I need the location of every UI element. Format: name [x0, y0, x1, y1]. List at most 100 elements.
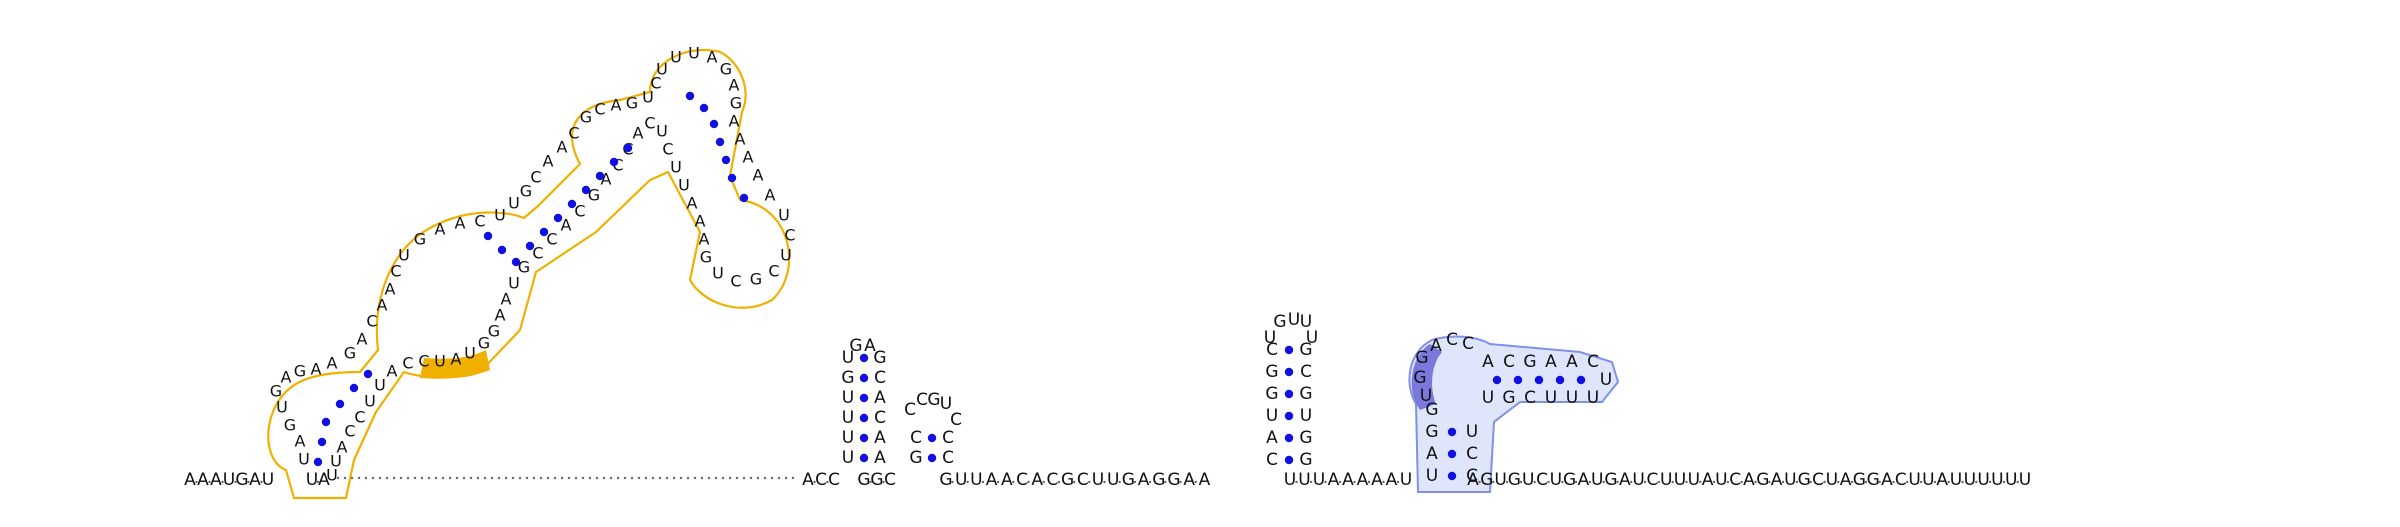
backbone-dot [1699, 480, 1702, 484]
nucleotide-label: U [434, 352, 446, 371]
backbone-dot [826, 480, 829, 484]
nucleotide-label: A [1138, 470, 1150, 490]
nucleotide-label: U [1300, 312, 1312, 332]
base-pair-dot [317, 437, 327, 447]
backbone-dot [1574, 480, 1578, 484]
backbone-dot [1988, 480, 1992, 484]
base-pair-dot [1447, 471, 1457, 481]
nucleotide-label: U [842, 408, 854, 428]
backbone-dot [644, 476, 648, 480]
nucleotide-label: C [1466, 466, 1478, 486]
nucleotide-label: U [955, 470, 967, 490]
nucleotide-label: G [841, 368, 854, 388]
backbone-dot [869, 480, 872, 484]
nucleotide-label: G [873, 348, 886, 368]
nucleotide-label: U [1784, 470, 1796, 490]
nucleotide-label: U [1264, 328, 1276, 348]
base-pair-dot [699, 103, 709, 113]
nucleotide-label: U [223, 470, 235, 490]
nucleotide-label: A [311, 360, 322, 379]
backbone-dot [1012, 480, 1015, 484]
nucleotide-label: U [940, 394, 952, 414]
backbone-dot [1768, 480, 1771, 484]
nucleotide-label: A [557, 138, 568, 157]
highlight-yellow-fill [420, 350, 490, 379]
backbone-dot [1602, 480, 1605, 484]
backbone-dot [602, 476, 606, 480]
backbone-dot [1324, 480, 1327, 484]
backbone-dot [1396, 480, 1400, 484]
nucleotide-label: G [1167, 470, 1180, 490]
nucleotide-label: A [633, 124, 644, 143]
backbone-dot [686, 476, 690, 480]
nucleotide-label: G [235, 470, 248, 490]
nucleotide-label: C [910, 428, 922, 448]
nucleotide-label: A [1619, 470, 1631, 490]
nucleotide-label: A [765, 186, 776, 205]
backbone-dot [735, 476, 739, 480]
nucleotide-label: G [1152, 470, 1165, 490]
nucleotide-label: G [478, 334, 490, 353]
backbone-dot [483, 476, 487, 480]
nucleotide-label: C [1077, 470, 1089, 490]
nucleotide-label: U [364, 392, 376, 411]
backbone-dot [1864, 480, 1868, 484]
backbone-dot [651, 476, 655, 480]
nucleotide-label: G [1265, 384, 1278, 404]
backbone-dot [260, 480, 263, 484]
base-pair-dot [553, 213, 563, 223]
nucleotide-label: G [488, 322, 500, 341]
base-pair-dot [595, 171, 605, 181]
backbone-dot [693, 476, 697, 480]
base-pair-dot [321, 417, 331, 427]
nucleotide-label: C [828, 470, 840, 490]
backbone-dot [476, 476, 480, 480]
nucleotide-label: A [611, 96, 622, 115]
backbone-dot [247, 480, 250, 484]
backbone-dot [700, 476, 704, 480]
nucleotide-label: U [1466, 422, 1478, 442]
backbone-dot [588, 476, 592, 480]
nucleotide-label: C [1016, 470, 1028, 490]
nucleotide-label: U [1977, 470, 1989, 490]
nucleotide-label: U [1284, 470, 1296, 490]
nucleotide-label: U [780, 246, 792, 265]
nucleotide-label: U [842, 388, 854, 408]
backbone-dot [413, 476, 417, 480]
nucleotide-label: C [1895, 470, 1907, 490]
backbone-dot [497, 476, 501, 480]
nucleotide-label: C [662, 140, 673, 159]
backbone-dot [1478, 480, 1481, 484]
base-pair-dot [1284, 433, 1294, 443]
nucleotide-label: U [494, 206, 506, 225]
nucleotide-label: C [874, 368, 886, 388]
nucleotide-label: G [580, 108, 592, 127]
nucleotide-label: C [1446, 330, 1458, 350]
nucleotide-label: C [916, 390, 928, 410]
backbone-dot [630, 476, 634, 480]
nucleotide-label: C [594, 100, 605, 119]
backbone-dot [1133, 480, 1137, 484]
backbone-dot [1685, 480, 1688, 484]
backbone-dot [1712, 480, 1716, 484]
nucleotide-label: A [318, 470, 330, 490]
backbone-dot [609, 476, 613, 480]
backbone-dot [1338, 480, 1342, 484]
nucleotide-label: G [927, 390, 940, 410]
nucleotide-label: G [1415, 348, 1428, 368]
nucleotide-label: C [942, 448, 954, 468]
backbone-dot [574, 476, 578, 480]
base-pair-dot [709, 119, 719, 129]
base-pair-dot [539, 227, 549, 237]
nucleotide-label: G [1413, 368, 1426, 388]
nucleotide-label: U [262, 470, 274, 490]
nucleotide-label: U [1092, 470, 1104, 490]
backbone-dot [392, 476, 396, 480]
backbone-dot [1505, 480, 1509, 484]
backbone-dot [1671, 480, 1674, 484]
nucleotide-label: A [743, 148, 754, 167]
nucleotide-label: U [464, 344, 476, 363]
nucleotide-label: A [1426, 444, 1438, 464]
nucleotide-label: U [842, 428, 854, 448]
nucleotide-label: A [435, 220, 446, 239]
